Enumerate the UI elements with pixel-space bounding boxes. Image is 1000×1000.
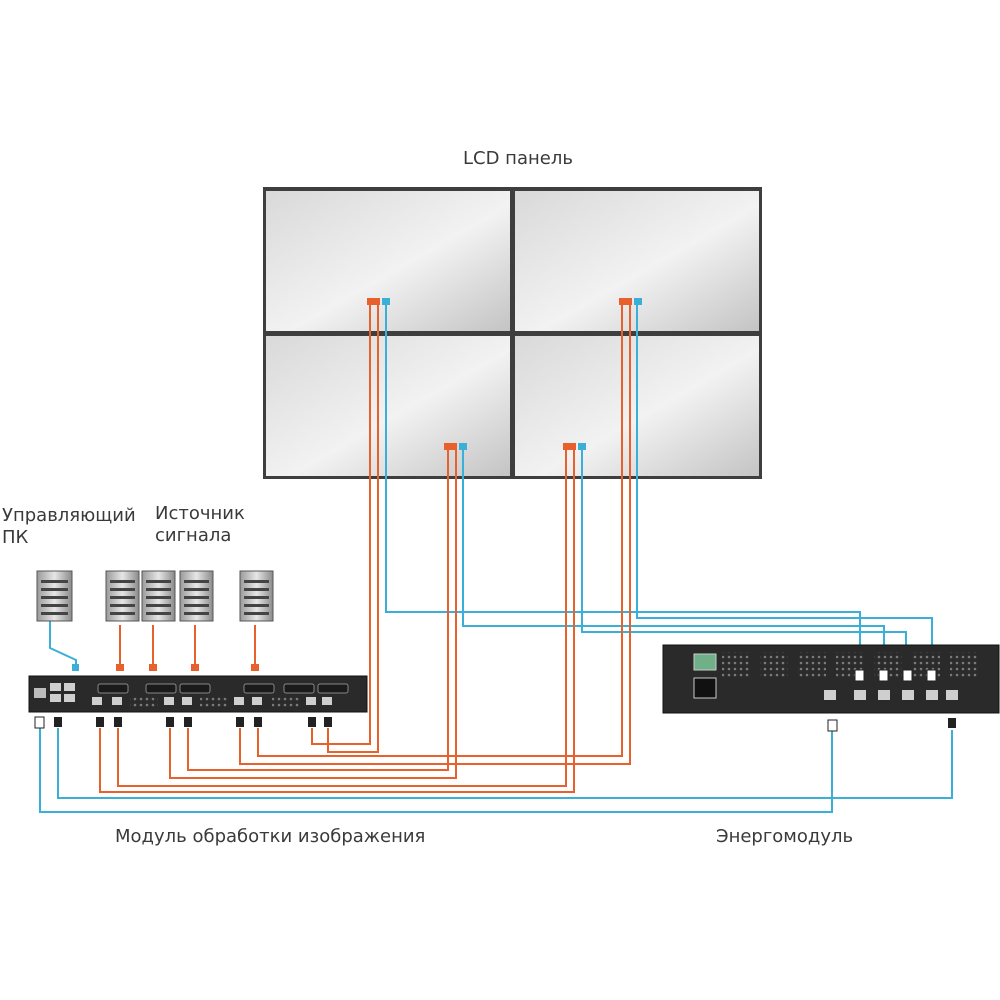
ipm-port-connectors	[34, 716, 332, 729]
image-processing-module	[28, 675, 368, 713]
lcd-connectors	[367, 298, 642, 450]
lcd-panel-label: LCD панель	[463, 148, 573, 169]
lcd-video-wall	[263, 187, 762, 479]
power-module	[662, 644, 1000, 732]
control-pc-label: Управляющий ПК	[2, 505, 136, 548]
signal-source-server-3	[179, 570, 214, 622]
image-processing-module-label: Модуль обработки изображения	[115, 826, 426, 847]
signal-source-server-1	[105, 570, 140, 622]
signal-source-label: Источник сигнала	[155, 503, 245, 546]
control-pc-server	[36, 570, 73, 622]
video-cables	[99, 302, 631, 793]
lcd-panel-top-left	[266, 191, 510, 331]
signal-source-server-2	[141, 570, 176, 622]
server-connectors	[72, 664, 259, 671]
signal-source-server-4	[239, 570, 274, 622]
lcd-panel-bottom-left	[266, 336, 510, 476]
power-module-label: Энергомодуль	[716, 826, 854, 847]
signal-source-servers	[105, 570, 274, 622]
